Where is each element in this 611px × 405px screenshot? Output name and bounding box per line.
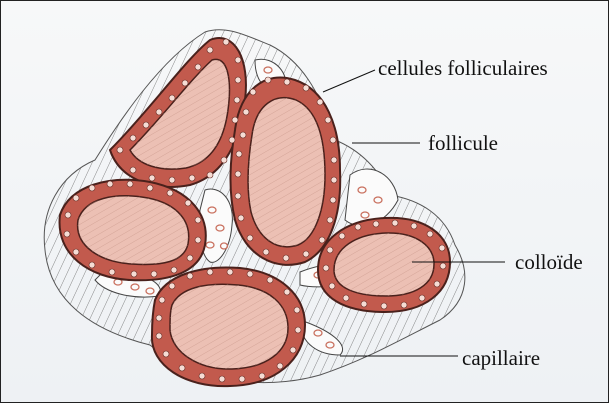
follicle-center xyxy=(230,77,340,264)
label-follicule: follicule xyxy=(428,133,498,154)
label-cellules-folliculaires: cellules folliculaires xyxy=(378,58,548,79)
label-colloide: colloïde xyxy=(515,252,583,273)
leader-cellules-folliculaires xyxy=(323,70,375,92)
label-capillaire: capillaire xyxy=(462,348,540,369)
follicle-left xyxy=(60,180,206,280)
